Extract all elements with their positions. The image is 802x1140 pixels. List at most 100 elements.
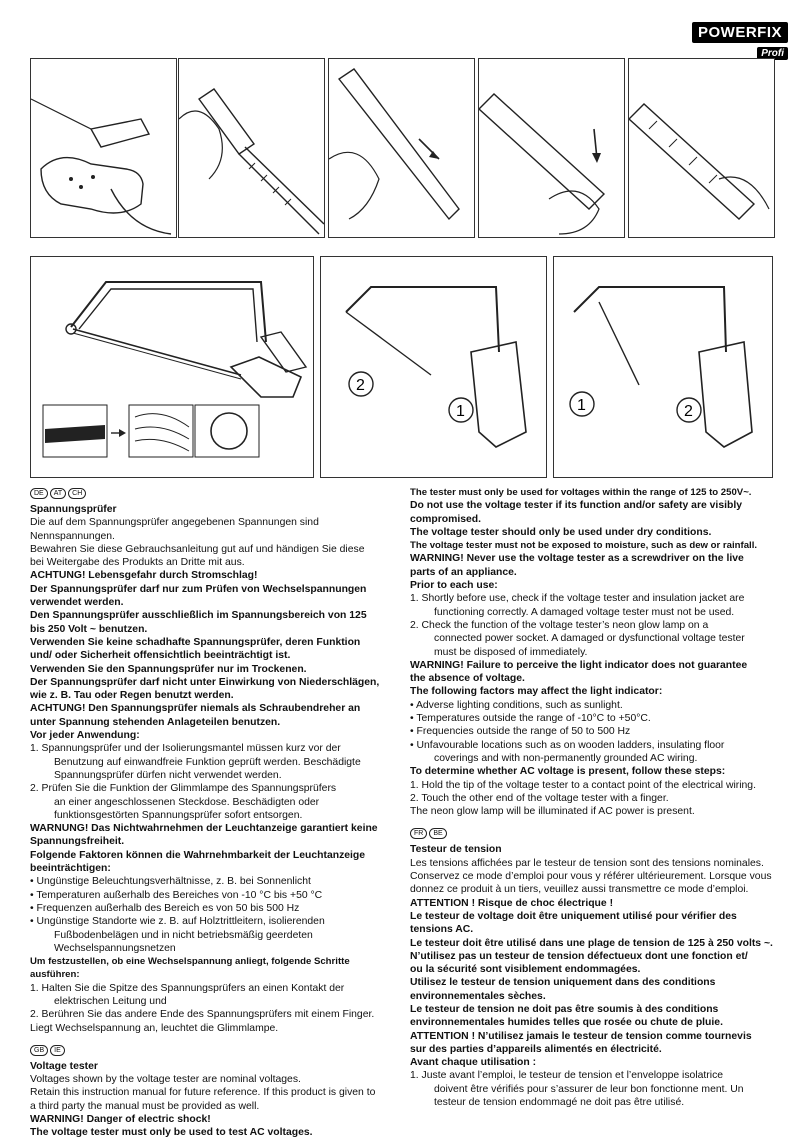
hacksaw-step-illustration-a: 2 1: [345, 286, 527, 448]
blade-extending-illustration: [179, 88, 324, 235]
text-line: To determine whether AC voltage is prese…: [410, 766, 726, 778]
illustration-5: [628, 58, 775, 238]
text-line: • Ungünstige Beleuchtungsverhältnisse, z…: [30, 876, 311, 888]
hacksaw-illustration: [30, 256, 314, 478]
step-label-2b: 2: [684, 403, 693, 420]
text-line: connected power socket. A damaged or dys…: [434, 633, 745, 645]
text-line: • Temperatures outside the range of -10°…: [410, 713, 651, 725]
country-code-badge: DE: [30, 488, 48, 499]
text-line: doivent être vérifiés pour s’assurer de …: [434, 1083, 744, 1095]
country-code-badge: IE: [50, 1044, 65, 1056]
text-line: Utilisez le testeur de tension uniquemen…: [410, 977, 716, 989]
text-line: Wechselspannungsnetzen: [54, 942, 176, 954]
text-line: elektrischen Leitung und: [54, 995, 167, 1007]
text-line: Spannungsprüfer dürfen nicht verwendet w…: [54, 769, 282, 781]
text-line: Vor jeder Anwendung:: [30, 730, 140, 742]
illustration-1: [30, 58, 177, 238]
text-line: Avant chaque utilisation :: [410, 1057, 537, 1069]
text-line: Voltages shown by the voltage tester are…: [30, 1074, 301, 1086]
illustration-3: [328, 58, 475, 238]
text-line: compromised.: [410, 513, 482, 525]
text-line: 2. Prüfen Sie die Funktion der Glimmlamp…: [30, 783, 337, 795]
brand-sub: Profi: [757, 47, 788, 60]
text-line: 2. Check the function of the voltage tes…: [410, 619, 709, 631]
text-line: Spannungsfreiheit.: [30, 836, 125, 848]
text-line: The voltage tester should only be used u…: [410, 526, 712, 538]
text-line: Verwenden Sie keine schadhafte Spannungs…: [30, 636, 361, 648]
text-line: an einer angeschlossenen Steckdose. Besc…: [54, 796, 320, 808]
text-line: parts of an appliance.: [410, 566, 517, 578]
section-heading: Spannungsprüfer: [30, 504, 117, 515]
text-line: 1. Halten Sie die Spitze des Spannungspr…: [30, 982, 345, 994]
text-line: Die auf dem Spannungsprüfer angegebenen …: [30, 517, 319, 542]
hand-opening-tester-illustration: [31, 98, 172, 235]
text-line: WARNING! Never use the voltage tester as…: [410, 553, 744, 565]
text-line: Le testeur de tension ne doit pas être s…: [410, 1003, 719, 1015]
text-line: The following factors may affect the lig…: [410, 686, 663, 698]
text-line: The neon glow lamp will be illuminated i…: [410, 806, 695, 818]
blade-insert-illustration: 1 2: [553, 256, 773, 478]
blade-snapping-illustration: [479, 93, 606, 235]
text-line: Le testeur doit être utilisé dans une pl…: [410, 937, 773, 949]
step-label-1a: 1: [456, 403, 465, 420]
text-line: funktionsgestörten Spannungsprüfer sofor…: [54, 809, 303, 821]
text-line: Der Spannungsprüfer darf nur zum Prüfen …: [30, 583, 367, 595]
step-label-2a: 2: [356, 377, 365, 394]
text-line: verwendet werden.: [30, 597, 124, 609]
brand-name: POWERFIX: [691, 22, 788, 43]
illustration-4: [478, 58, 625, 238]
text-line: 1. Juste avant l’emploi, le testeur de t…: [410, 1070, 724, 1082]
text-line: The voltage tester must not be exposed t…: [410, 540, 758, 552]
text-line: Der Spannungsprüfer darf nicht unter Ein…: [30, 676, 380, 688]
text-line: Do not use the voltage tester if its fun…: [410, 500, 742, 512]
text-line: WARNING! Danger of electric shock!: [30, 1114, 211, 1126]
text-line: Prior to each use:: [410, 580, 498, 592]
blade-locked-illustration: [629, 103, 770, 220]
text-line: und/ oder Sicherheit offensichtlich beei…: [30, 650, 291, 662]
text-line: Les tensions affichées par le testeur de…: [410, 857, 764, 869]
text-line: Liegt Wechselspannung an, leuchtet die G…: [30, 1022, 279, 1034]
hacksaw-overview-illustration: [42, 281, 308, 458]
text-line: 2. Berühren Sie das andere Ende des Span…: [30, 1009, 375, 1021]
text-line: tensions AC.: [410, 924, 474, 936]
text-line: The voltage tester must only be used to …: [30, 1127, 313, 1139]
text-line: unter Spannung stehenden Anlageteilen be…: [30, 716, 281, 728]
text-line: Benutzung auf einwandfreie Funktion gepr…: [54, 756, 361, 768]
text-line: • Frequenzen außerhalb des Bereich es vo…: [30, 902, 300, 914]
text-line: WARNUNG! Das Nichtwahrnehmen der Leuchta…: [30, 823, 378, 835]
text-line: environnementales humides telles que ros…: [410, 1017, 723, 1029]
text-line: 1. Shortly before use, check if the volt…: [410, 593, 745, 605]
text-line: ATTENTION ! Risque de choc électrique !: [410, 897, 614, 909]
right-text-column: The tester must only be used for voltage…: [410, 486, 790, 1109]
text-line: • Unfavourable locations such as on wood…: [410, 739, 725, 751]
blade-sliding-illustration: [329, 68, 460, 221]
text-line: • Ungünstige Standorte wie z. B. auf Hol…: [30, 916, 325, 928]
text-line: • Frequencies outside the range of 50 to…: [410, 726, 631, 738]
text-line: Den Spannungsprüfer ausschließlich im Sp…: [30, 610, 367, 622]
text-line: WARNING! Failure to perceive the light i…: [410, 659, 748, 671]
text-line: donnez ce produit à un tiers, veuillez a…: [410, 884, 749, 896]
text-line: bis 250 Volt ~ benutzen.: [30, 623, 148, 635]
text-line: Conservez ce mode d’emploi pour vous y r…: [410, 871, 772, 883]
text-line: • Adverse lighting conditions, such as s…: [410, 699, 623, 711]
country-code-badge: AT: [49, 488, 67, 499]
text-line: ACHTUNG! Den Spannungsprüfer niemals als…: [30, 703, 361, 715]
text-line: The tester must only be used for voltage…: [410, 487, 752, 498]
country-code-badge: GB: [30, 1044, 49, 1056]
text-line: coverings and with non-permanently groun…: [434, 752, 698, 764]
text-line: Fußbodenbelägen und in nicht betriebsmäß…: [54, 929, 313, 941]
text-line: Retain this instruction manual for futur…: [30, 1087, 376, 1099]
text-line: sur des parties d’appareils alimentés en…: [410, 1043, 662, 1055]
text-line: ACHTUNG! Lebensgefahr durch Stromschlag!: [30, 570, 258, 582]
illustration-2: [178, 58, 325, 238]
hacksaw-step-illustration-b: 1 2: [569, 286, 753, 448]
blade-removal-illustration: 2 1: [320, 256, 547, 478]
text-line: must be disposed of immediately.: [434, 646, 588, 658]
text-line: wie z. B. Tau oder Regen benutzt werden.: [30, 690, 234, 702]
